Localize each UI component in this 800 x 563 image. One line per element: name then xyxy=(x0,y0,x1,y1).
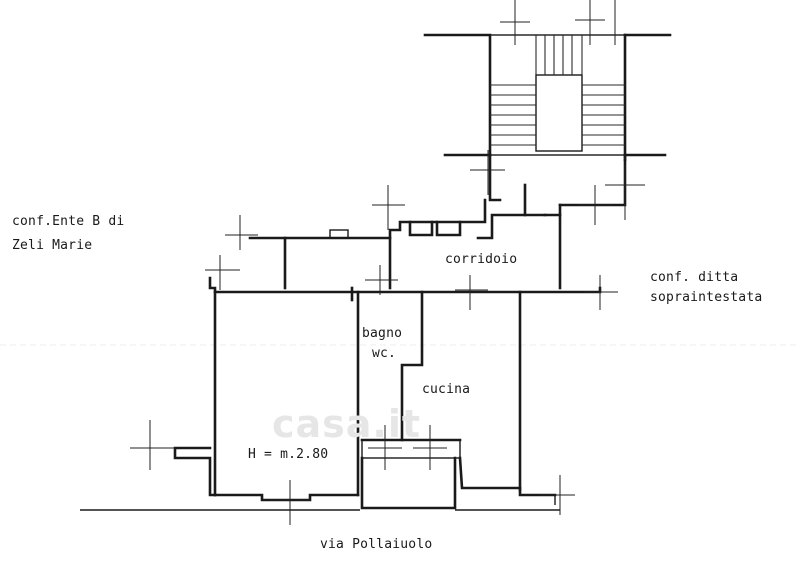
corridor-walls xyxy=(248,198,562,290)
corridor-label: corridoio xyxy=(445,252,518,267)
staircase xyxy=(423,33,672,217)
watermark: casa.it xyxy=(272,402,422,446)
neighbor-left-label: conf.Ente B di xyxy=(12,214,125,229)
registration-crosses xyxy=(130,0,645,525)
bathroom-label: bagno xyxy=(362,326,403,341)
neighbor-right-name: sopraintestata xyxy=(650,290,763,305)
ceiling-height-label: H = m.2.80 xyxy=(248,447,329,462)
neighbor-right-label: conf. ditta xyxy=(650,270,739,285)
kitchen-label: cucina xyxy=(422,382,471,397)
neighbor-left-name: Zeli Marie xyxy=(12,238,93,253)
main-room-walls xyxy=(80,276,602,511)
bathroom-wc-label: wc. xyxy=(372,346,397,361)
street-label: via Pollaiuolo xyxy=(320,537,433,552)
